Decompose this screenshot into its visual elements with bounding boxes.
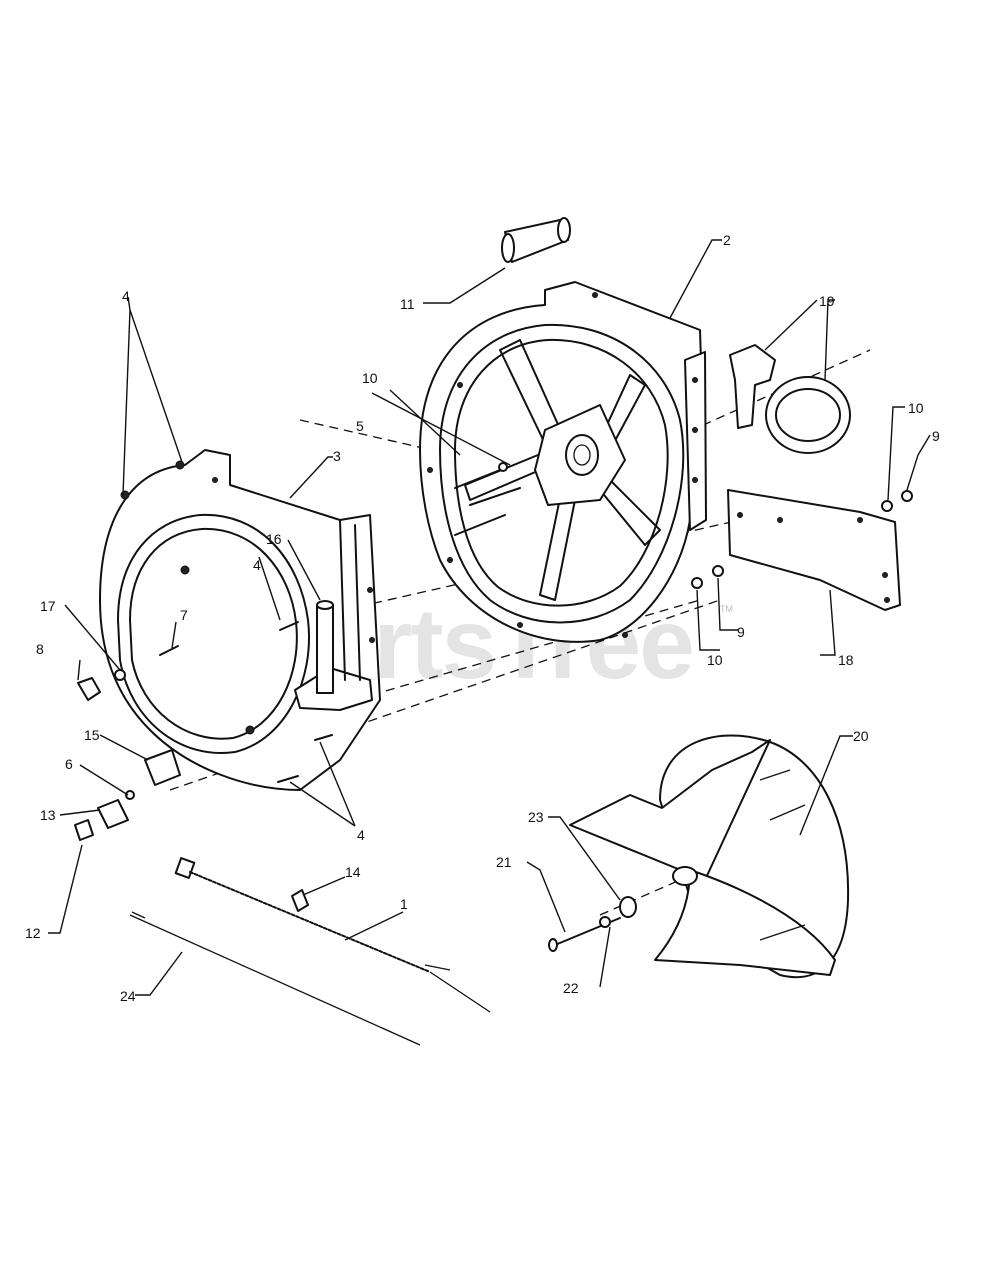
callout-21: 21 (496, 854, 512, 870)
callout-7: 7 (180, 607, 188, 623)
part-20-impeller (569, 734, 850, 979)
watermark-trademark: TM (720, 604, 733, 614)
part-1-cable-spring (174, 857, 491, 1013)
part-11-chute-piece (501, 217, 571, 263)
part-4-bolts (277, 621, 333, 783)
part-22-lockwasher (599, 916, 611, 928)
callout-17: 17 (40, 598, 56, 614)
part-19-bracket (729, 344, 776, 429)
callout-13: 13 (40, 807, 56, 823)
callout-9-right: 9 (932, 428, 940, 444)
part-15-block (144, 749, 181, 786)
part-12-nut (74, 819, 94, 841)
callout-16: 16 (266, 531, 282, 547)
callout-24: 24 (120, 988, 136, 1004)
callout-12: 12 (25, 925, 41, 941)
callout-6: 6 (65, 756, 73, 772)
callout-4-bottom: 4 (357, 827, 365, 843)
part-13-bracket (97, 799, 129, 829)
callout-5: 5 (356, 418, 364, 434)
part-17-nut (114, 669, 126, 681)
part-6-washer (125, 790, 135, 800)
part-18-plate (727, 489, 901, 611)
part-24-rod (129, 911, 421, 1046)
callout-23: 23 (528, 809, 544, 825)
callout-1: 1 (400, 896, 408, 912)
callout-18: 18 (838, 652, 854, 668)
part-16-pin (316, 600, 334, 694)
part-8-clip (77, 677, 101, 701)
callout-14: 14 (345, 864, 361, 880)
part-3-front-housing (99, 449, 381, 791)
callout-3: 3 (333, 448, 341, 464)
leader-lines (48, 239, 931, 996)
callout-15: 15 (84, 727, 100, 743)
part-23-washer (619, 896, 637, 918)
callout-11: 11 (400, 296, 415, 312)
callout-labels: 1 2 3 4 4 4 5 6 7 8 9 9 10 10 10 11 12 1… (25, 232, 940, 1004)
part-2-rear-housing (419, 281, 707, 643)
callout-22: 22 (563, 980, 579, 996)
part-19-bearing-ring (765, 376, 851, 454)
callout-4-middle: 4 (253, 557, 261, 573)
part-5-studs (454, 469, 521, 536)
callout-20: 20 (853, 728, 869, 744)
callout-10-top: 10 (362, 370, 378, 386)
callout-19: 19 (819, 293, 835, 309)
callout-9-center: 9 (737, 624, 745, 640)
callout-10-center: 10 (707, 652, 723, 668)
callout-2: 2 (723, 232, 731, 248)
callout-10-right: 10 (908, 400, 924, 416)
part-7-bolt (159, 645, 179, 656)
hardware-nuts (498, 462, 913, 589)
callout-4-top: 4 (122, 288, 130, 304)
callout-8: 8 (36, 641, 44, 657)
